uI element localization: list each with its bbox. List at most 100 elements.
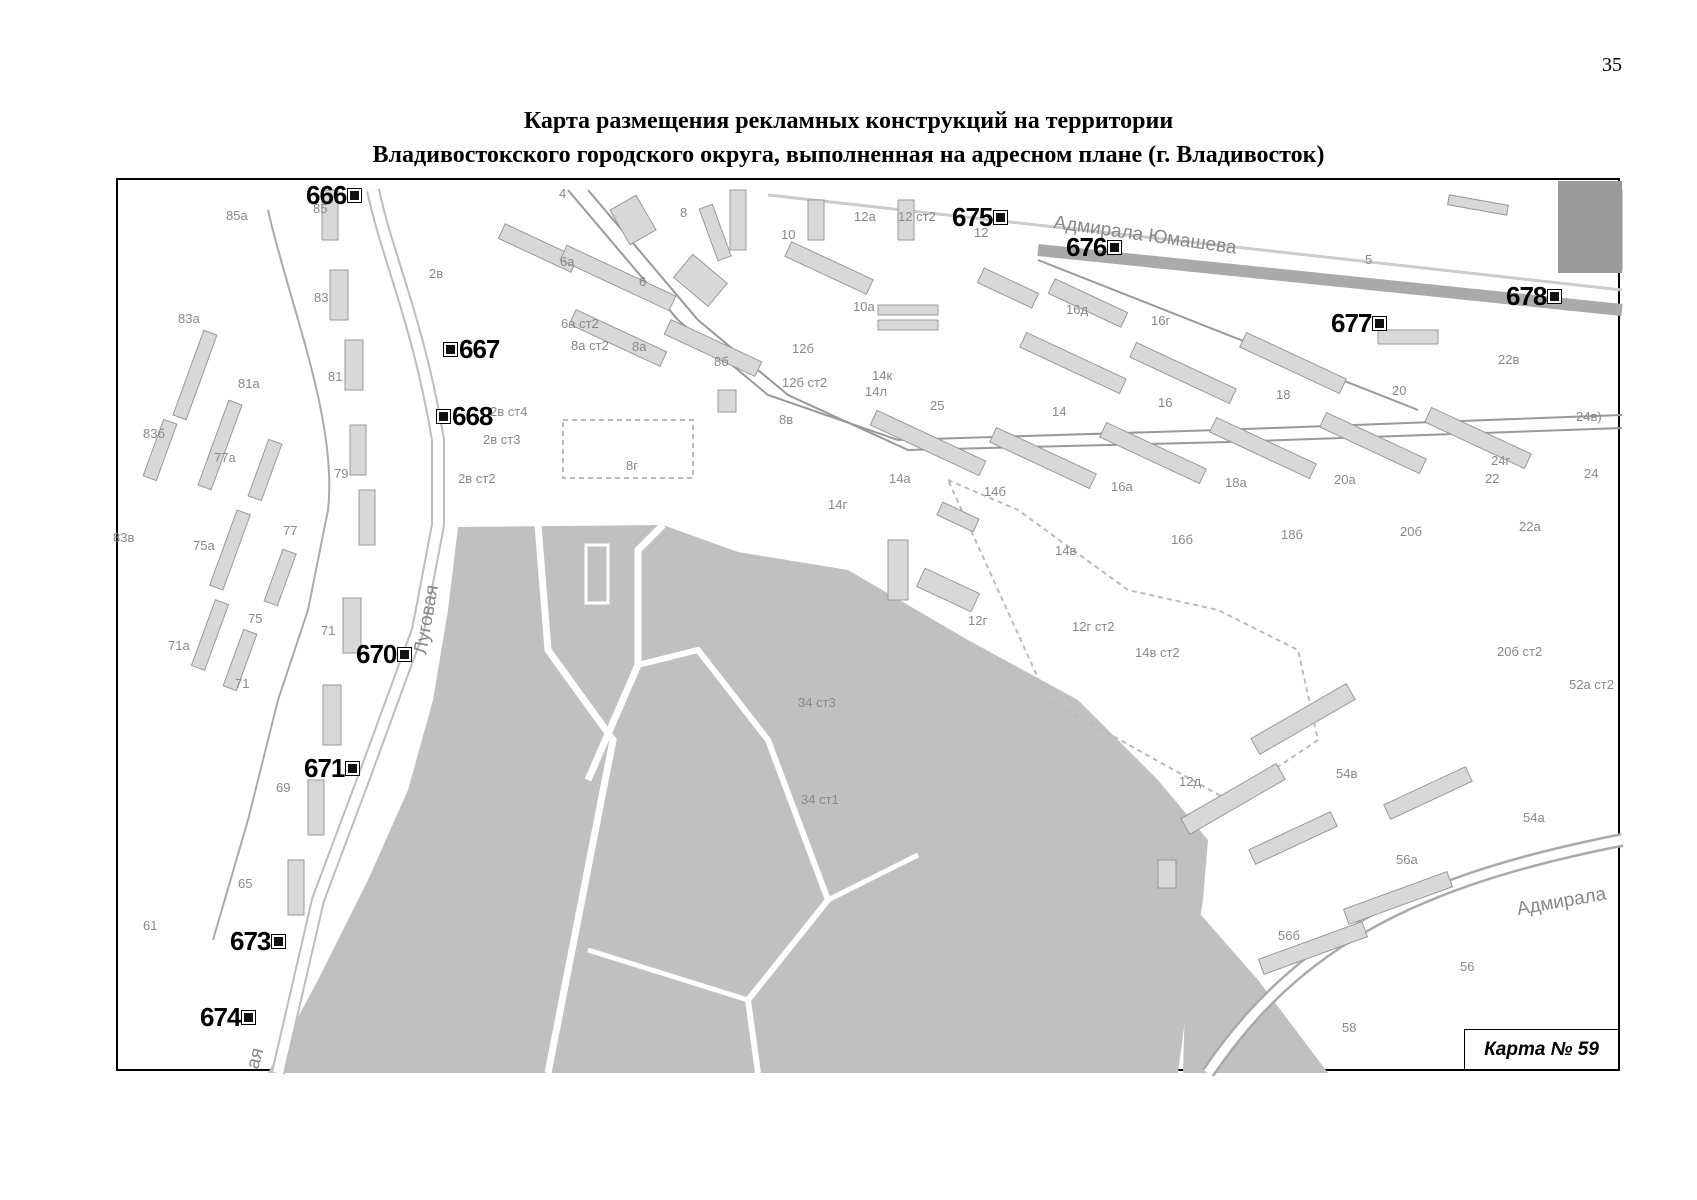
marker-674[interactable]: 674 (200, 1002, 257, 1033)
svg-text:18: 18 (1276, 387, 1290, 402)
svg-text:8б: 8б (714, 354, 729, 369)
billboard-icon (436, 409, 451, 424)
page-number: 35 (1602, 54, 1622, 76)
svg-text:71: 71 (321, 623, 335, 638)
marker-676[interactable]: 676 (1066, 232, 1123, 263)
svg-text:71а: 71а (168, 638, 190, 653)
svg-text:54в: 54в (1336, 766, 1357, 781)
svg-text:8а: 8а (632, 339, 647, 354)
street-fragment: ая (243, 1046, 269, 1072)
svg-text:20а: 20а (1334, 472, 1356, 487)
svg-text:24в): 24в) (1576, 409, 1602, 424)
svg-text:6: 6 (639, 274, 646, 289)
marker-675[interactable]: 675 (952, 202, 1009, 233)
billboard-icon (397, 647, 413, 662)
svg-text:6а: 6а (560, 254, 575, 269)
svg-text:16б: 16б (1171, 532, 1193, 547)
svg-text:12г: 12г (968, 613, 987, 628)
page-title: Карта размещения рекламных конструкций н… (523, 108, 1174, 134)
billboard-icon (1372, 316, 1388, 331)
billboard-icon (271, 934, 287, 949)
svg-text:8а ст2: 8а ст2 (571, 338, 609, 353)
svg-text:75: 75 (248, 611, 262, 626)
page-subtitle: Владивостокского городского округа, выпо… (372, 142, 1325, 168)
svg-text:16: 16 (1158, 395, 1172, 410)
svg-text:83в: 83в (113, 530, 134, 545)
marker-668[interactable]: 668 (436, 401, 493, 432)
svg-text:24г: 24г (1491, 453, 1510, 468)
billboard-icon (241, 1010, 257, 1025)
svg-text:8в: 8в (779, 412, 793, 427)
marker-673[interactable]: 673 (230, 926, 287, 957)
svg-text:85: 85 (313, 201, 327, 216)
svg-text:16д: 16д (1066, 302, 1088, 317)
svg-text:22а: 22а (1519, 519, 1541, 534)
marker-677[interactable]: 677 (1331, 308, 1388, 339)
svg-text:83: 83 (314, 290, 328, 305)
svg-text:56а: 56а (1396, 852, 1418, 867)
billboard-icon (443, 342, 458, 357)
svg-text:58: 58 (1342, 1020, 1356, 1035)
svg-text:25: 25 (930, 398, 944, 413)
street-admirala: Адмирала (1515, 884, 1608, 920)
svg-text:56б: 56б (1278, 928, 1300, 943)
svg-text:54а: 54а (1523, 810, 1545, 825)
svg-text:14к: 14к (872, 368, 892, 383)
billboard-icon (1107, 240, 1123, 255)
svg-text:18б: 18б (1281, 527, 1303, 542)
svg-text:24: 24 (1584, 466, 1598, 481)
svg-text:16г: 16г (1151, 313, 1170, 328)
billboard-icon (1547, 289, 1563, 304)
svg-text:12: 12 (974, 225, 988, 240)
svg-text:4: 4 (559, 186, 566, 201)
svg-text:14б: 14б (984, 484, 1006, 499)
svg-text:34 ст1: 34 ст1 (801, 792, 839, 807)
billboard-icon (347, 188, 363, 203)
svg-text:20б ст2: 20б ст2 (1497, 644, 1542, 659)
svg-text:83б: 83б (143, 426, 165, 441)
svg-text:2в ст2: 2в ст2 (458, 471, 495, 486)
marker-671[interactable]: 671 (304, 753, 361, 784)
marker-678[interactable]: 678 (1506, 281, 1563, 312)
svg-text:75а: 75а (193, 538, 215, 553)
svg-text:8: 8 (680, 205, 687, 220)
billboard-icon (993, 210, 1009, 225)
svg-text:12д: 12д (1179, 774, 1201, 789)
svg-text:79: 79 (334, 466, 348, 481)
marker-670[interactable]: 670 (356, 639, 413, 670)
svg-text:52а ст2: 52а ст2 (1569, 677, 1614, 692)
marker-667[interactable]: 667 (443, 334, 500, 365)
svg-text:2в ст4: 2в ст4 (490, 404, 527, 419)
svg-text:6а ст2: 6а ст2 (561, 316, 599, 331)
svg-text:12б ст2: 12б ст2 (782, 375, 827, 390)
svg-text:22в: 22в (1498, 352, 1519, 367)
map-number-label: Карта № 59 (1464, 1029, 1618, 1069)
marker-666[interactable]: 666 (306, 180, 363, 211)
svg-text:14в: 14в (1055, 543, 1076, 558)
street-lugovaya: Луговая (410, 583, 443, 656)
svg-text:69: 69 (276, 780, 290, 795)
billboard-icon (345, 761, 361, 776)
svg-text:14в ст2: 14в ст2 (1135, 645, 1180, 660)
svg-text:12 ст2: 12 ст2 (898, 209, 936, 224)
svg-text:10: 10 (781, 227, 795, 242)
svg-text:14а: 14а (889, 471, 911, 486)
svg-text:2в: 2в (429, 266, 443, 281)
svg-text:2в ст3: 2в ст3 (483, 432, 520, 447)
svg-text:18а: 18а (1225, 475, 1247, 490)
svg-text:16а: 16а (1111, 479, 1133, 494)
svg-text:77: 77 (283, 523, 297, 538)
svg-text:85а: 85а (226, 208, 248, 223)
svg-text:22: 22 (1485, 471, 1499, 486)
svg-text:81а: 81а (238, 376, 260, 391)
svg-text:5: 5 (1365, 252, 1372, 267)
svg-text:61: 61 (143, 918, 157, 933)
svg-text:81: 81 (328, 369, 342, 384)
svg-text:10а: 10а (853, 299, 875, 314)
svg-text:14г: 14г (828, 497, 847, 512)
svg-text:8г: 8г (626, 458, 638, 473)
svg-text:14: 14 (1052, 404, 1066, 419)
svg-text:77а: 77а (214, 450, 236, 465)
